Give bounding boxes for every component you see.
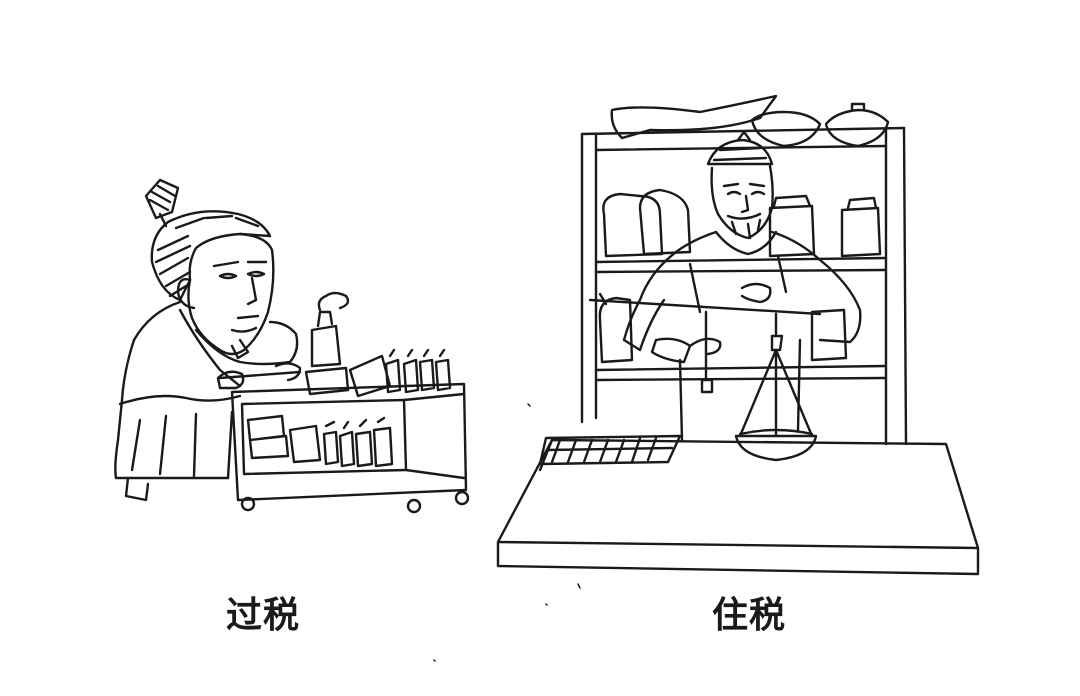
shopkeeper-figure <box>622 130 862 442</box>
shop-counter <box>496 434 980 576</box>
caption-resident-tax: 住税 <box>712 595 787 636</box>
caption-transit-tax: 过税 <box>226 595 301 636</box>
steelyard-scale <box>588 292 822 462</box>
traveling-merchant-figure <box>114 178 302 502</box>
merchant-cart <box>218 291 470 514</box>
